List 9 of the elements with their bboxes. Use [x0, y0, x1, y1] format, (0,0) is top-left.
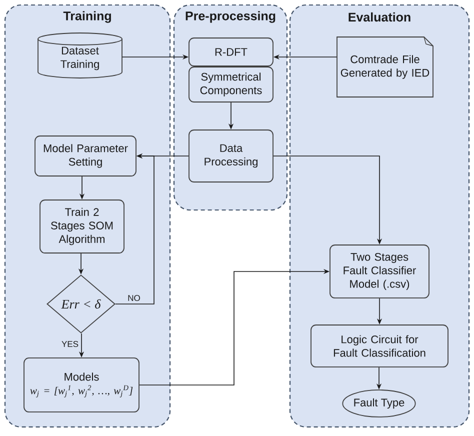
process-box: Logic Circuit for Fault Classification — [310, 324, 448, 368]
process-box: Symmetrical Components — [188, 66, 274, 102]
process-box: R-DFT — [188, 38, 274, 66]
process-box: Data Processing — [188, 130, 274, 182]
process-box: Models w$_{j}$ = [w$_{j}$$^{1}$, w$_{j}$$^{2}$, …, w$_{j}$$^{D}$] — [24, 358, 140, 412]
database-cylinder: Dataset Training — [38, 32, 122, 78]
process-box: Model Parameter Setting — [34, 136, 136, 176]
process-box: Train 2 Stages SOM Algorithm — [40, 200, 124, 254]
process-box: Two Stages Fault Classifier Model (.csv) — [330, 244, 430, 298]
